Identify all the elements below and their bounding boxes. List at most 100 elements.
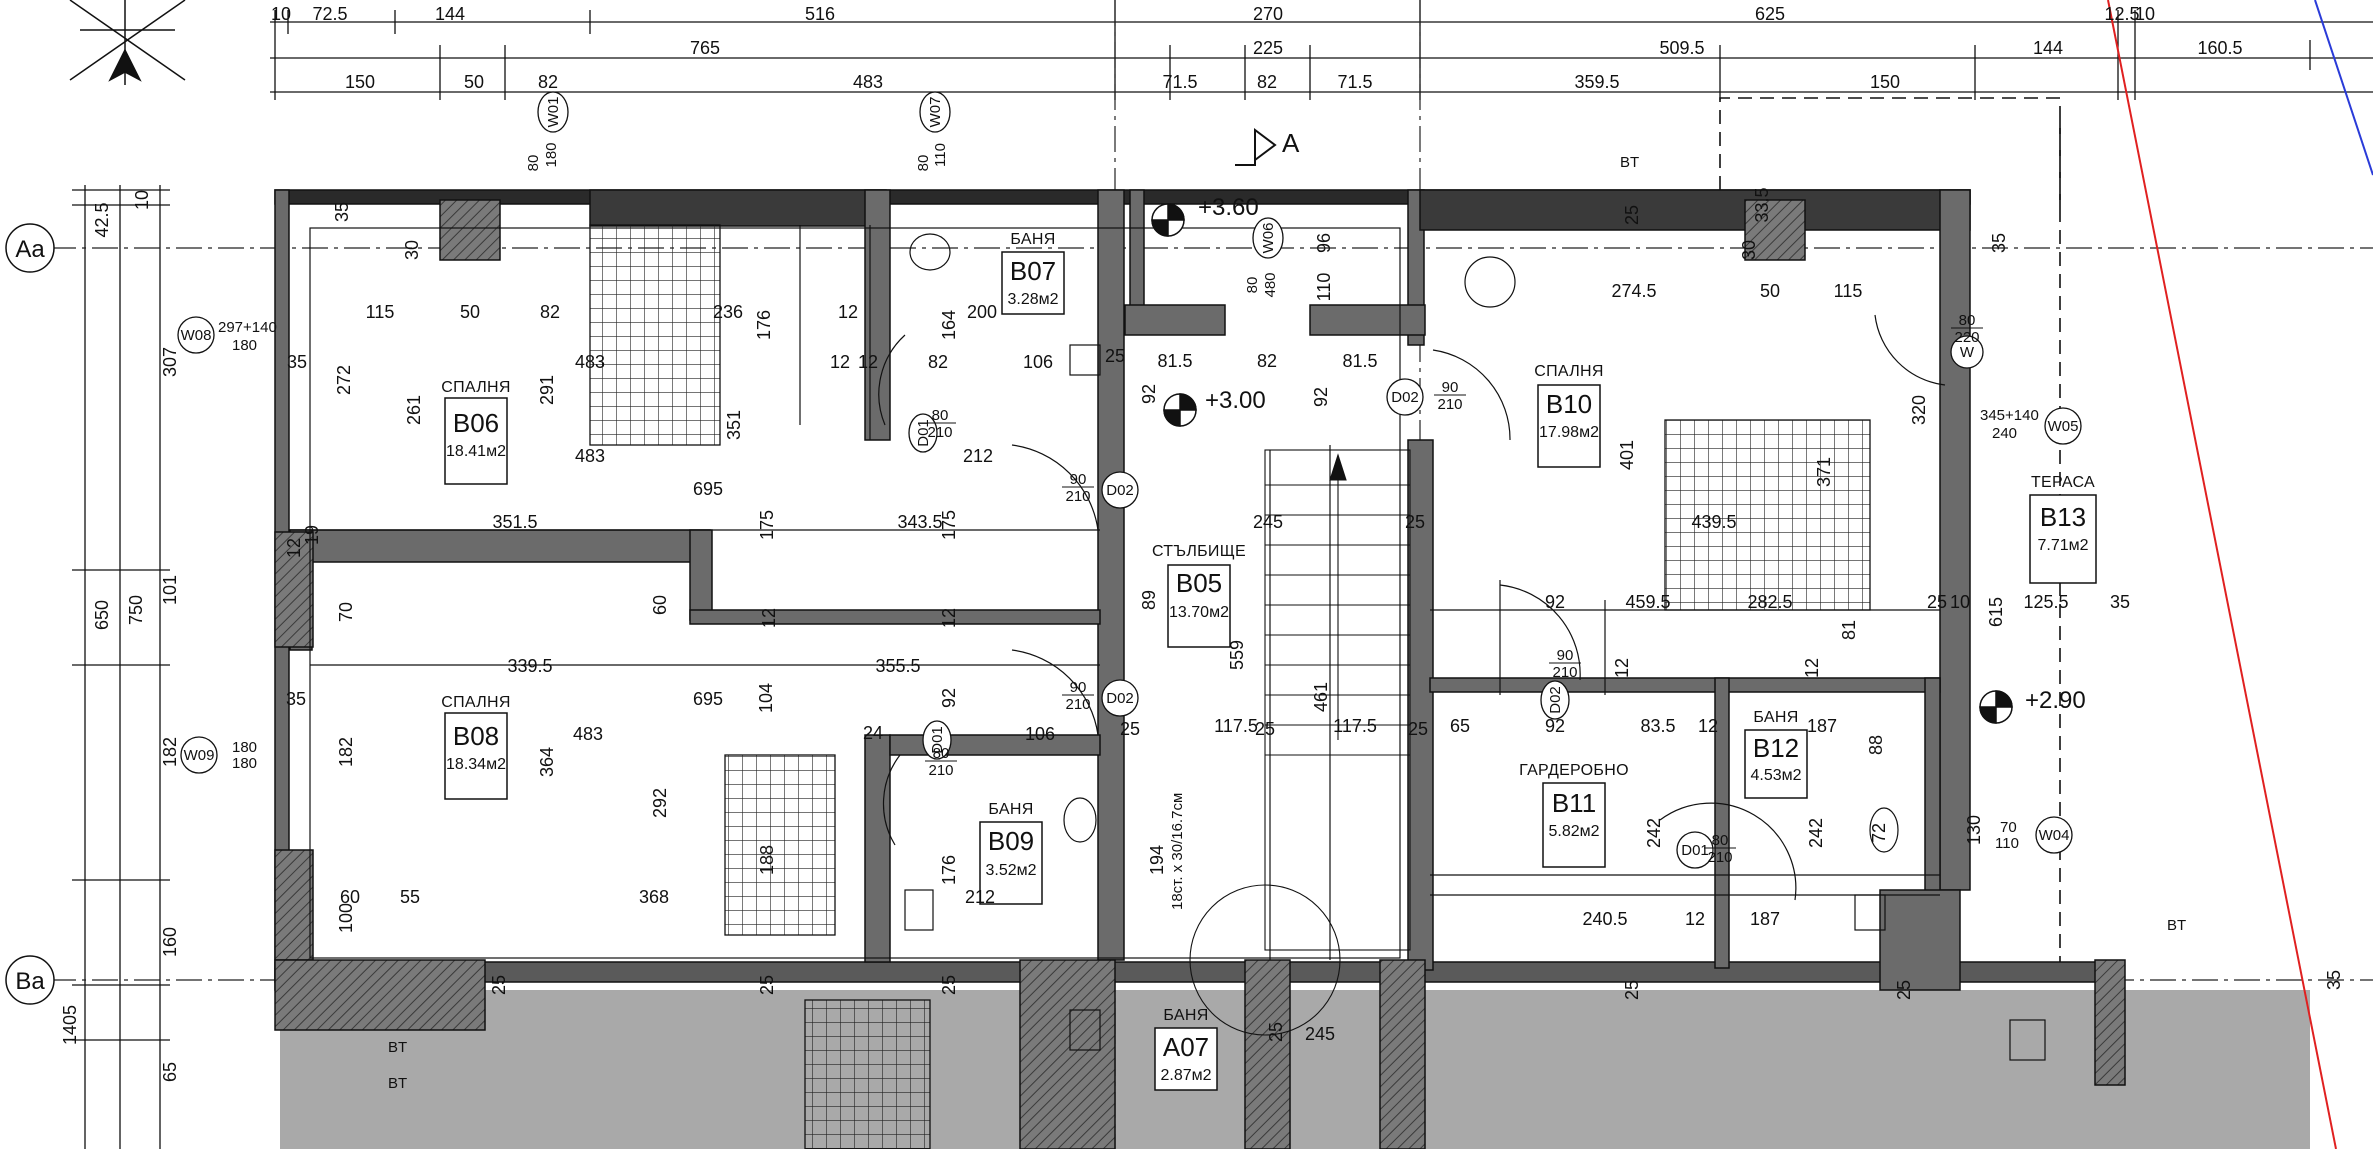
door-tag: D02 [1106,690,1134,707]
room-code: B06 [453,408,499,438]
dim-text: 242 [1644,818,1664,848]
door-size-h: 210 [1707,849,1732,866]
door-size-h: 210 [1065,488,1090,505]
dim-text: 292 [650,788,670,818]
axis-label-bottom: Ba [15,968,45,995]
dim-text: 765 [690,38,720,58]
dim-text: 72 [1869,823,1889,843]
dim-text: 24 [863,723,883,743]
dim-text: 35 [286,689,306,709]
window-size-label: 297+140 [218,319,277,336]
dim-text: 483 [575,446,605,466]
door-tag: D02 [1106,482,1134,499]
dim-text: 25 [757,975,777,995]
dimension-lines [84,21,2373,1149]
dim-text: 695 [693,689,723,709]
door-size-w: 90 [1557,647,1574,664]
dim-text: 71.5 [1337,72,1372,92]
dim-text: 33.5 [1752,187,1772,222]
dim-text: 96 [1314,233,1334,253]
dim-text: 42.5 [92,202,112,237]
window-w: 80 [525,155,542,172]
dim-text: 100 [336,903,356,933]
elevation-label: +3.60 [1198,194,1259,221]
room-name: ГАРДЕРОБНО [1519,762,1629,779]
dim-text: 182 [336,737,356,767]
dim-text: 307 [160,347,180,377]
dim-text: 12 [1802,658,1822,678]
dimension-ticks [72,0,2311,1041]
room-name: ТЕРАСА [2031,474,2095,491]
window-tag: W07 [927,97,944,128]
dim-text: 60 [650,595,670,615]
dim-text: 144 [435,4,465,24]
window-tag: W06 [1260,223,1277,254]
dim-text: 92 [1545,716,1565,736]
room-code: B11 [1552,788,1596,818]
top-dimensions-1: 10 72.5 144 516 270 625 12.5 10 [271,4,2155,24]
dim-text: 240.5 [1582,909,1627,929]
window-tag: W04 [2039,827,2070,844]
room-code: B09 [988,826,1034,856]
dim-text: 115 [1834,281,1863,301]
dim-text: 106 [1023,352,1053,372]
bt-label: BT [388,1075,407,1092]
room-area: 17.98м2 [1539,424,1599,441]
blue-boundary [2314,0,2373,176]
dim-text: 70 [336,602,356,622]
dim-text: 12 [939,608,959,628]
tag-circles [177,91,2082,869]
dim-text: 81.5 [1342,351,1377,371]
dim-text: 12 [1698,716,1718,736]
room-area: 4.53м2 [1750,767,1801,784]
dim-text: 35 [2324,970,2344,990]
room-area: 3.28м2 [1007,291,1058,308]
door-size-h: 220 [1954,329,1979,346]
columns [274,199,2126,1149]
door-tag: D01 [915,419,932,447]
dim-text: 82 [1257,72,1277,92]
dim-text: 245 [1305,1024,1335,1044]
dim-text: 50 [460,302,480,322]
dim-text: 225 [1253,38,1283,58]
dim-text: 144 [2033,38,2063,58]
dim-text: 160.5 [2197,38,2242,58]
dim-text: 82 [928,352,948,372]
bt-label: BT [2167,917,2186,934]
dim-text: 92 [1311,387,1331,407]
door-size-h: 210 [928,762,953,779]
dim-text: 10 [132,190,152,210]
dim-text: 125.5 [2023,592,2068,612]
room-code: A07 [1163,1032,1209,1062]
top-dimensions-3: 150 50 82 483 71.5 82 71.5 359.5 150 [345,72,1900,92]
dim-text: 12 [759,608,779,628]
window-h: 180 [543,142,560,167]
dim-text: 12 [284,538,304,558]
dim-text: 559 [1227,640,1247,670]
dim-text: 461 [1311,682,1331,712]
dim-text: 25 [1622,205,1642,225]
room-name: БАНЯ [1010,231,1055,248]
room-label-b11: ГАРДЕРОБНО B11 5.82м2 [1519,762,1629,840]
room-label-b06: СПАЛНЯ B06 18.41м2 [441,379,511,460]
dim-text: 10 [271,4,291,24]
dim-text: 368 [639,887,669,907]
dim-text: 12 [1685,909,1705,929]
dim-text: 516 [805,4,835,24]
room-name: СПАЛНЯ [1534,363,1604,380]
dim-text: 25 [1105,346,1125,366]
room-area: 7.71м2 [2037,537,2088,554]
dim-text: 92 [1545,592,1565,612]
room-name: СТЪЛБИЩЕ [1152,543,1246,560]
room-label-b08: СПАЛНЯ B08 18.34м2 [441,694,510,773]
dim-text: 483 [575,352,605,372]
room-name: СПАЛНЯ [441,379,511,396]
dim-text: 12 [838,302,858,322]
dim-text: 200 [967,302,997,322]
dim-text: 343.5 [897,512,942,532]
dim-text: 187 [1750,909,1780,929]
dim-text: 25 [1622,980,1642,1000]
dim-text: 10 [1950,592,1970,612]
